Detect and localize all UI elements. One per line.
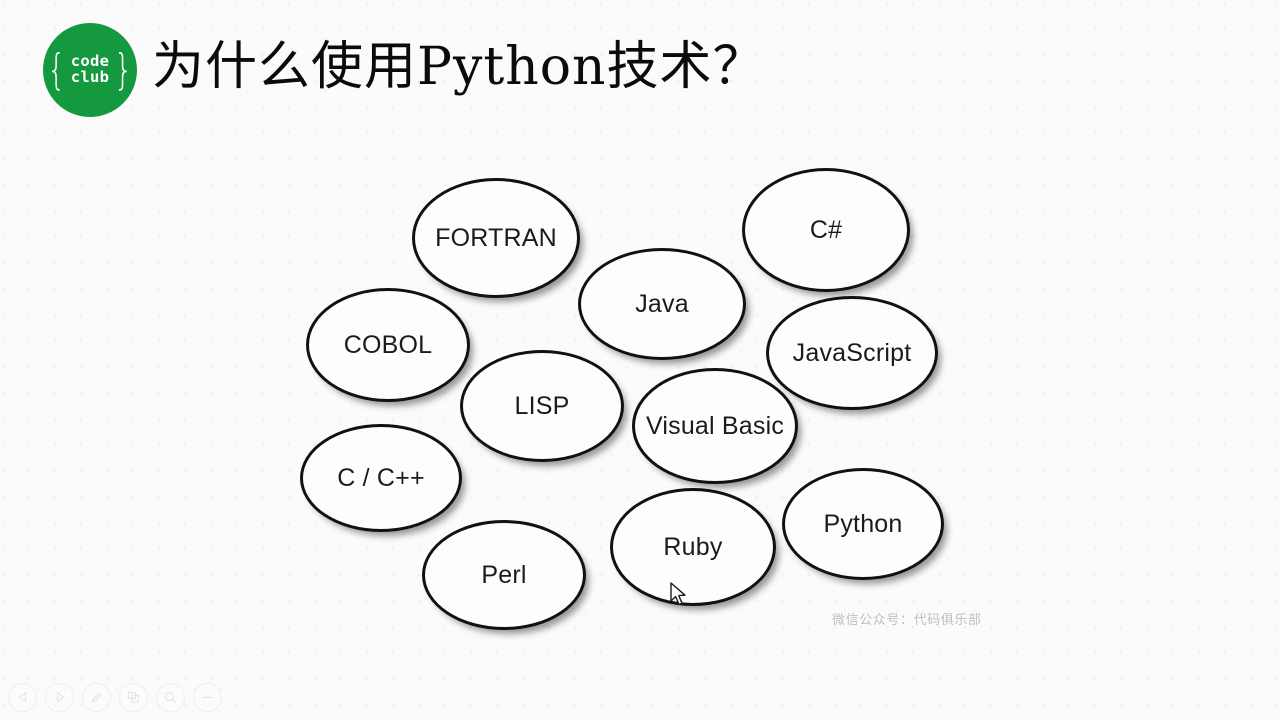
logo-line-club: club [70, 68, 110, 86]
slide-toolbar [0, 674, 1280, 720]
chevron-right-icon [56, 691, 64, 703]
chevron-left-icon [18, 691, 26, 703]
magnifier-icon [164, 691, 177, 703]
pen-tool-button[interactable] [82, 682, 111, 712]
zoom-button[interactable] [156, 682, 185, 712]
bubble-cobol[interactable]: COBOL [306, 288, 470, 402]
minus-icon [202, 696, 213, 698]
bubble-label: C# [809, 215, 843, 244]
bubble-visual-basic[interactable]: Visual Basic [632, 368, 798, 484]
previous-slide-button[interactable] [8, 682, 37, 712]
left-brace-icon: { [47, 45, 66, 94]
bubble-label: COBOL [343, 330, 433, 359]
bubble-label: Visual Basic [645, 411, 785, 440]
watermark: 微信公众号：代码俱乐部 [832, 613, 982, 628]
slides-icon [127, 691, 140, 703]
bubble-fortran[interactable]: FORTRAN [412, 178, 580, 298]
page-title: 为什么使用Python技术？ [152, 37, 766, 97]
logo-inner: { code club } [47, 40, 133, 100]
bubble-label: Perl [481, 560, 527, 589]
bubble-javascript[interactable]: JavaScript [766, 296, 938, 410]
bubble-label: Ruby [663, 532, 723, 561]
pen-icon [91, 691, 102, 703]
next-slide-button[interactable] [45, 682, 74, 712]
bubble-label: C / C++ [337, 463, 425, 492]
bubble-ruby[interactable]: Ruby [610, 488, 776, 606]
right-brace-icon: } [114, 45, 133, 94]
logo-wordmark: code club [70, 52, 111, 86]
bubble-label: LISP [514, 391, 570, 420]
bubble-lisp[interactable]: LISP [460, 350, 624, 462]
bubble-label: JavaScript [792, 338, 912, 367]
more-options-button[interactable] [193, 682, 222, 712]
bubble-java[interactable]: Java [578, 248, 746, 360]
bubble-label: FORTRAN [435, 223, 557, 252]
language-bubble-diagram: FORTRAN C# Java COBOL JavaScript LISP Vi… [0, 130, 1280, 660]
bubble-label: Python [823, 509, 903, 538]
slide-header: { code club } 为什么使用Python技术？ [0, 0, 1280, 130]
bubble-csharp[interactable]: C# [742, 168, 910, 292]
bubble-python[interactable]: Python [782, 468, 944, 580]
slide-overview-button[interactable] [119, 682, 148, 712]
code-club-logo: { code club } [43, 23, 137, 117]
logo-line-code: code [70, 52, 110, 71]
bubble-label: Java [635, 289, 689, 318]
bubble-perl[interactable]: Perl [422, 520, 586, 630]
bubble-c-cpp[interactable]: C / C++ [300, 424, 462, 532]
